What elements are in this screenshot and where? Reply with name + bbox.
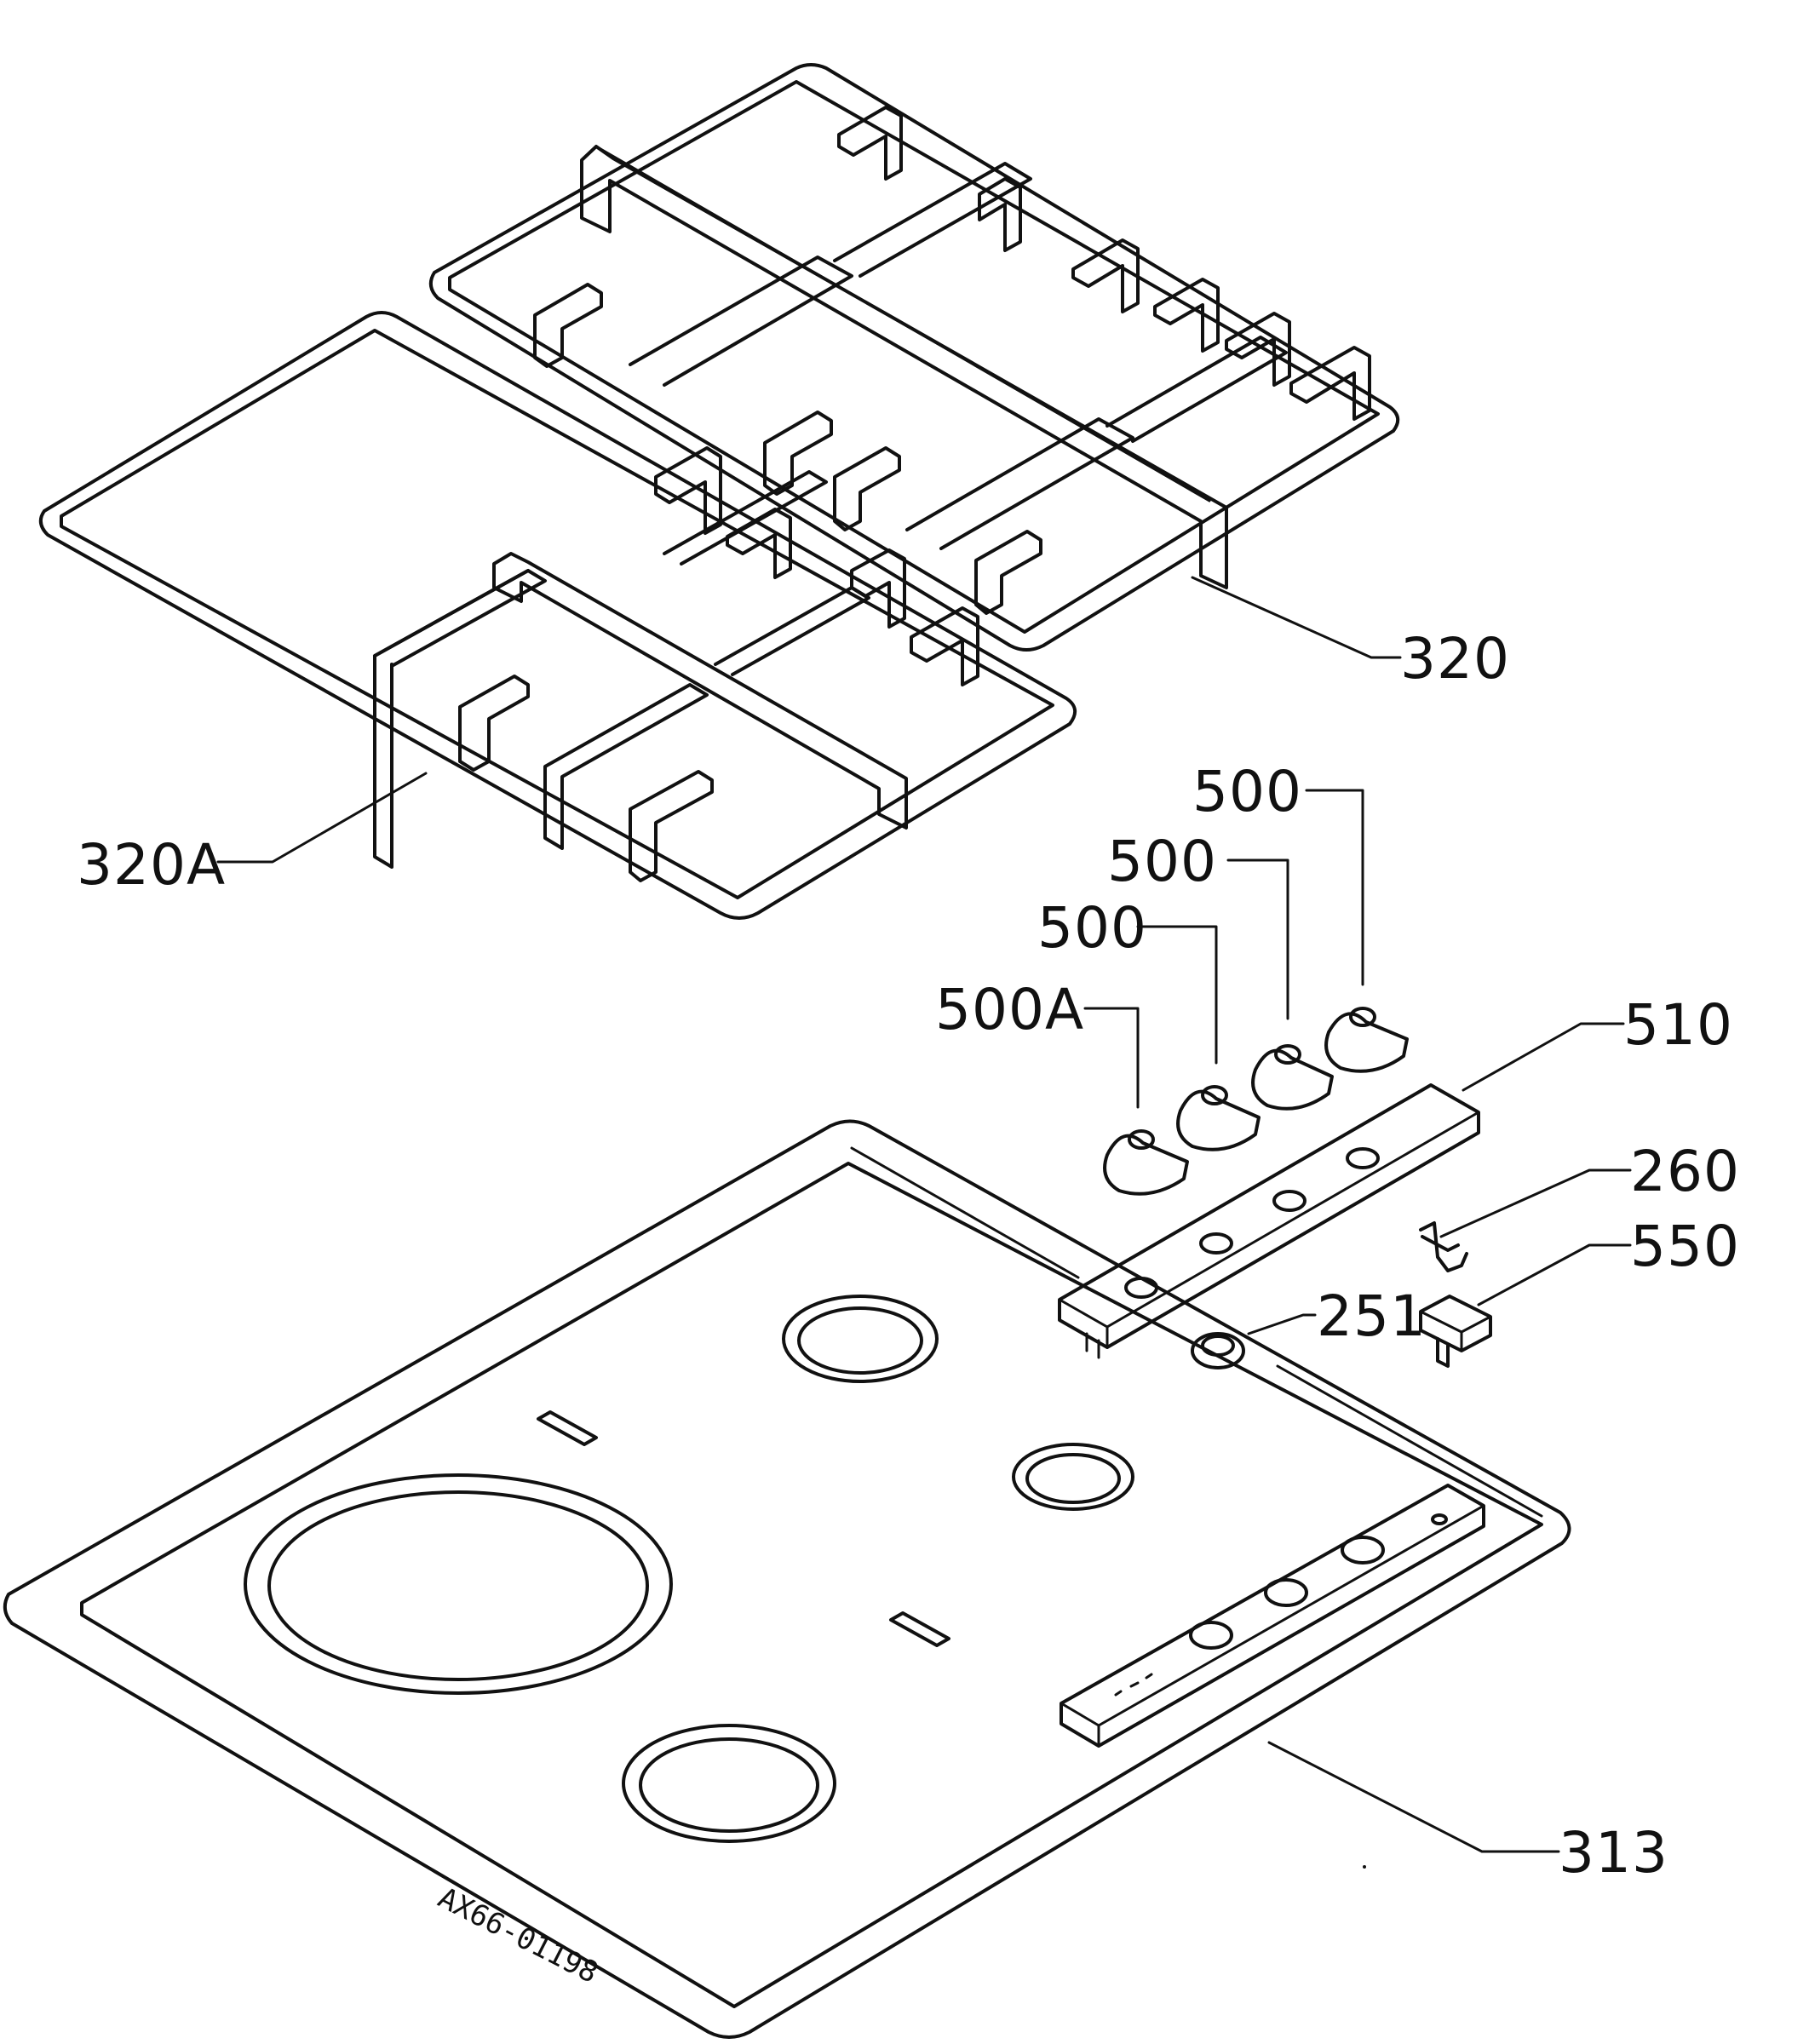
label-500-c: 500 [1037, 895, 1147, 961]
leader-lines [216, 576, 1632, 1853]
label-500-a: 500 [1192, 759, 1302, 824]
pan-support-grid-right [428, 63, 1400, 652]
control-knobs [1103, 1007, 1409, 1196]
label-500-b: 500 [1107, 829, 1217, 894]
bracket [1419, 1295, 1492, 1368]
label-320: 320 [1400, 626, 1510, 692]
drawing-code: AX66-01198 [433, 1880, 604, 1990]
callout-labels: 320 320A 500 500 500 500A 510 260 550 25… [77, 626, 1740, 1990]
label-500A: 500A [935, 977, 1084, 1042]
label-510: 510 [1623, 992, 1733, 1058]
pan-support-grid-left [38, 311, 1077, 920]
stray-dot [1363, 1865, 1366, 1869]
label-251: 251 [1317, 1283, 1427, 1349]
knob-4 [1103, 1129, 1189, 1196]
spring-clip [1419, 1221, 1468, 1272]
knob-1 [1324, 1007, 1409, 1073]
label-260: 260 [1630, 1139, 1740, 1204]
label-320A: 320A [77, 832, 226, 898]
grommet [1191, 1332, 1245, 1369]
knob-2 [1251, 1044, 1334, 1111]
control-panel-strip [1058, 1083, 1480, 1359]
label-550: 550 [1630, 1214, 1740, 1279]
hob-top [3, 1119, 1571, 2039]
knob-3 [1176, 1085, 1261, 1151]
label-313: 313 [1559, 1820, 1668, 1886]
